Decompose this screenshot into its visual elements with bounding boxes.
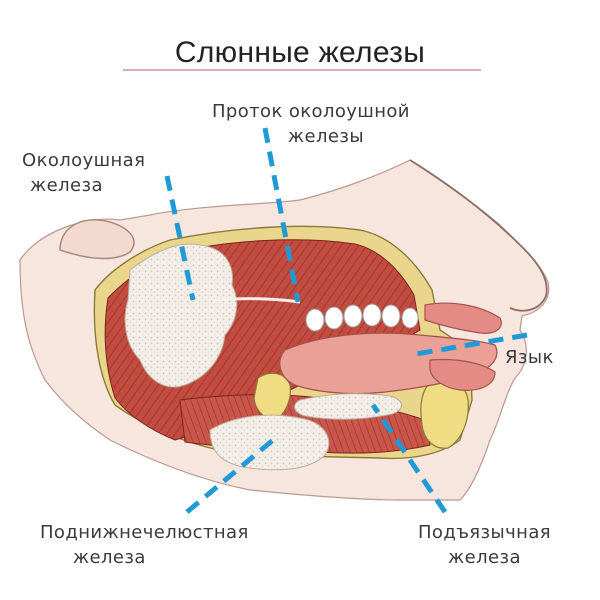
parotid-gland [124, 243, 238, 388]
pointer-submandibular [185, 438, 275, 514]
pointer-parotid-duct [262, 127, 301, 303]
page-title: Слюнные железы [174, 36, 426, 69]
pointer-lines [164, 127, 528, 514]
ear [59, 219, 135, 260]
title-underline [123, 69, 481, 71]
parotid-duct [214, 297, 301, 304]
label-sublingual-gland: Подъязычная железа [418, 522, 551, 568]
label-parotid-gland: Околоушная железа [22, 150, 146, 196]
label-tongue: Язык [505, 347, 554, 368]
mandible-bone-left [253, 372, 291, 421]
nose-outline [409, 159, 548, 312]
lower-lip [429, 358, 496, 391]
label-parotid-duct: Проток околоушной железы [212, 101, 410, 147]
pointer-sublingual [370, 403, 448, 514]
label-submandibular-gland: Поднижнечелюстная железа [40, 522, 249, 568]
sublingual-gland [294, 393, 402, 420]
upper-teeth [305, 303, 419, 332]
upper-lip [424, 302, 502, 334]
pointer-parotid [164, 175, 196, 301]
pointer-tongue [409, 332, 528, 358]
